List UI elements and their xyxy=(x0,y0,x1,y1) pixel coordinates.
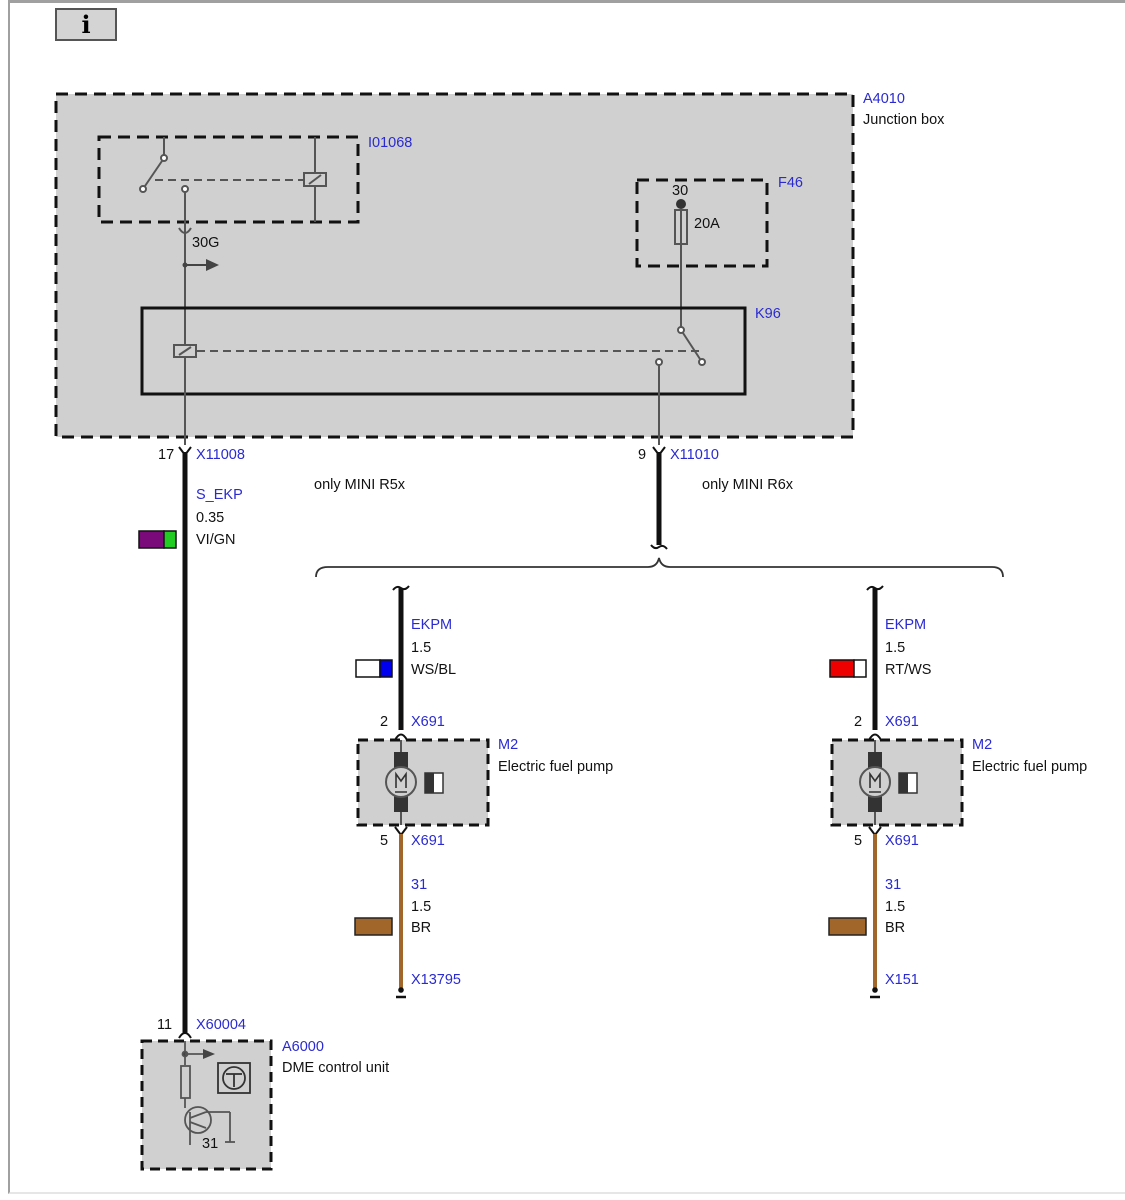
ground-point-id[interactable]: X13795 xyxy=(411,972,461,988)
fuel-pump-name: Electric fuel pump xyxy=(972,759,1087,775)
wire-ground-color-code: BR xyxy=(885,920,905,936)
wire-s-ekp-color-code: VI/GN xyxy=(196,532,235,548)
connector-x691-icon xyxy=(868,826,882,837)
wire-ground-color-code: BR xyxy=(411,920,431,936)
connector-top-id[interactable]: X691 xyxy=(885,714,919,730)
wire-ekpm-signal[interactable]: EKPM xyxy=(411,617,452,633)
relay-k96-id[interactable]: K96 xyxy=(755,306,781,322)
wire-ekpm-gauge: 1.5 xyxy=(885,640,905,656)
relay-i01068-id[interactable]: I01068 xyxy=(368,135,412,151)
fuel-pump-m2[interactable] xyxy=(830,738,964,827)
wire-s-ekp-gauge: 0.35 xyxy=(196,510,224,526)
connector-bottom-id[interactable]: X691 xyxy=(411,833,445,849)
fuse-f46[interactable] xyxy=(635,178,769,268)
connector-top-id[interactable]: X691 xyxy=(411,714,445,730)
info-icon: i xyxy=(81,10,91,39)
wire-ekpm-gauge: 1.5 xyxy=(411,640,431,656)
wire-ekpm-signal[interactable]: EKPM xyxy=(885,617,926,633)
connector-x11008-pin: 17 xyxy=(158,447,174,463)
junction-box-name: Junction box xyxy=(863,112,945,128)
ground-icon xyxy=(870,987,880,999)
fuse-terminal-label: 30 xyxy=(672,183,688,199)
wire-break-icon xyxy=(650,544,668,550)
wire-s-ekp-signal[interactable]: S_EKP xyxy=(196,487,243,503)
dme-ground-terminal: 31 xyxy=(202,1136,218,1152)
connector-top-pin: 2 xyxy=(854,714,862,730)
motor-icon xyxy=(859,740,918,825)
wire-ground-signal[interactable]: 31 xyxy=(885,877,901,893)
connector-x60004-pin: 11 xyxy=(157,1017,172,1033)
terminal-30g-label: 30G xyxy=(192,235,219,251)
connector-x60004-id[interactable]: X60004 xyxy=(196,1017,246,1033)
fuel-pump-name: Electric fuel pump xyxy=(498,759,613,775)
connector-x11010-id[interactable]: X11010 xyxy=(670,447,719,463)
wire-color-swatch xyxy=(828,917,867,936)
connector-x691-icon xyxy=(394,826,408,837)
connector-x60004-icon xyxy=(178,1032,192,1039)
wire-ground-gauge: 1.5 xyxy=(411,899,431,915)
relay-switch-icon xyxy=(139,137,327,345)
connector-top-pin: 2 xyxy=(380,714,388,730)
wire-ekpm-color-code: RT/WS xyxy=(885,662,931,678)
connector-bottom-pin: 5 xyxy=(380,833,388,849)
diagram-frame xyxy=(8,0,1125,1194)
wire-color-swatch xyxy=(354,917,393,936)
relay-k96-icon xyxy=(173,326,706,445)
connector-bottom-id[interactable]: X691 xyxy=(885,833,919,849)
arrow-icon xyxy=(182,259,219,271)
wire-ground-signal[interactable]: 31 xyxy=(411,877,427,893)
info-button[interactable]: i xyxy=(55,8,117,41)
wire-color-swatch xyxy=(829,659,867,678)
fuel-pump-id[interactable]: M2 xyxy=(972,737,992,753)
dme-circuit-icon xyxy=(180,1041,251,1145)
wire-ground-gauge: 1.5 xyxy=(885,899,905,915)
variant-r6x-label: only MINI R6x xyxy=(702,477,794,493)
connector-x11008-id[interactable]: X11008 xyxy=(196,447,245,463)
connector-x691-icon xyxy=(868,733,882,741)
connector-x691-icon xyxy=(394,733,408,741)
junction-box-id[interactable]: A4010 xyxy=(863,91,905,107)
ground-point-id[interactable]: X151 xyxy=(885,972,919,988)
dme-name: DME control unit xyxy=(282,1060,389,1076)
wire-color-swatch xyxy=(355,659,393,678)
variant-r5x-label: only MINI R5x xyxy=(314,477,406,493)
ground-icon xyxy=(396,987,406,999)
fuel-pump-id[interactable]: M2 xyxy=(498,737,518,753)
connector-bottom-pin: 5 xyxy=(854,833,862,849)
fuel-pump-m2[interactable] xyxy=(356,738,490,827)
fuse-f46-id[interactable]: F46 xyxy=(778,175,803,191)
fuse-rating: 20A xyxy=(694,216,720,232)
wire-color-swatch xyxy=(138,530,177,549)
relay-k96[interactable] xyxy=(140,306,747,396)
branch-brace xyxy=(315,557,1004,578)
motor-icon xyxy=(385,740,444,825)
dme-id[interactable]: A6000 xyxy=(282,1039,324,1055)
wire-ekpm-color-code: WS/BL xyxy=(411,662,456,678)
connector-x11010-pin: 9 xyxy=(638,447,646,463)
